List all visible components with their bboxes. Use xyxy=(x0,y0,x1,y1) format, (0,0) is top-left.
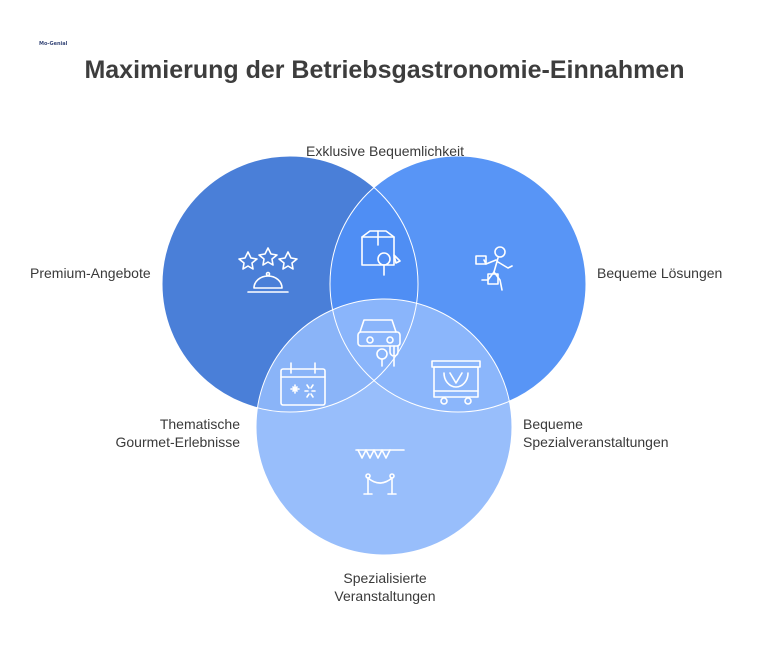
label-bequeme-loesungen: Bequeme Lösungen xyxy=(597,264,757,282)
label-line: Veranstaltungen xyxy=(334,588,436,604)
label-text: Exklusive Bequemlichkeit xyxy=(306,143,464,159)
label-line: Spezialveranstaltungen xyxy=(523,434,669,450)
food-truck-icon xyxy=(431,360,481,405)
label-text: Premium-Angebote xyxy=(30,265,151,281)
calendar-fireworks-icon xyxy=(280,362,326,406)
page-title: Maximierung der Betriebsgastronomie-Einn… xyxy=(84,56,685,84)
outline-left xyxy=(161,155,419,413)
car-fork-icon xyxy=(357,319,401,367)
label-bequeme-spezialveranstaltungen: Bequeme Spezialveranstaltungen xyxy=(523,415,723,451)
delivery-person-icon xyxy=(475,246,513,291)
label-spezialisierte-veranstaltungen: Spezialisierte Veranstaltungen xyxy=(250,569,520,605)
brand-logo: Mo-Genial xyxy=(39,41,68,47)
label-exklusive-bequemlichkeit: Exklusive Bequemlichkeit xyxy=(250,142,520,160)
label-text: Bequeme Lösungen xyxy=(597,265,723,281)
label-line: Gourmet-Erlebnisse xyxy=(115,434,241,450)
label-line: Spezialisierte xyxy=(343,570,427,586)
stars-cloche-icon xyxy=(238,247,298,293)
bunting-rope-icon xyxy=(355,449,405,495)
label-thematische-gourmet-erlebnisse: Thematische Gourmet-Erlebnisse xyxy=(70,415,241,451)
label-premium-angebote: Premium-Angebote xyxy=(30,264,190,282)
outline-bottom xyxy=(255,298,513,556)
circle-spezialisierte-veranstaltungen xyxy=(256,299,512,555)
box-pin-icon xyxy=(361,230,401,276)
outline-right xyxy=(329,155,587,413)
label-line: Thematische xyxy=(159,416,240,432)
label-line: Bequeme xyxy=(523,416,583,432)
